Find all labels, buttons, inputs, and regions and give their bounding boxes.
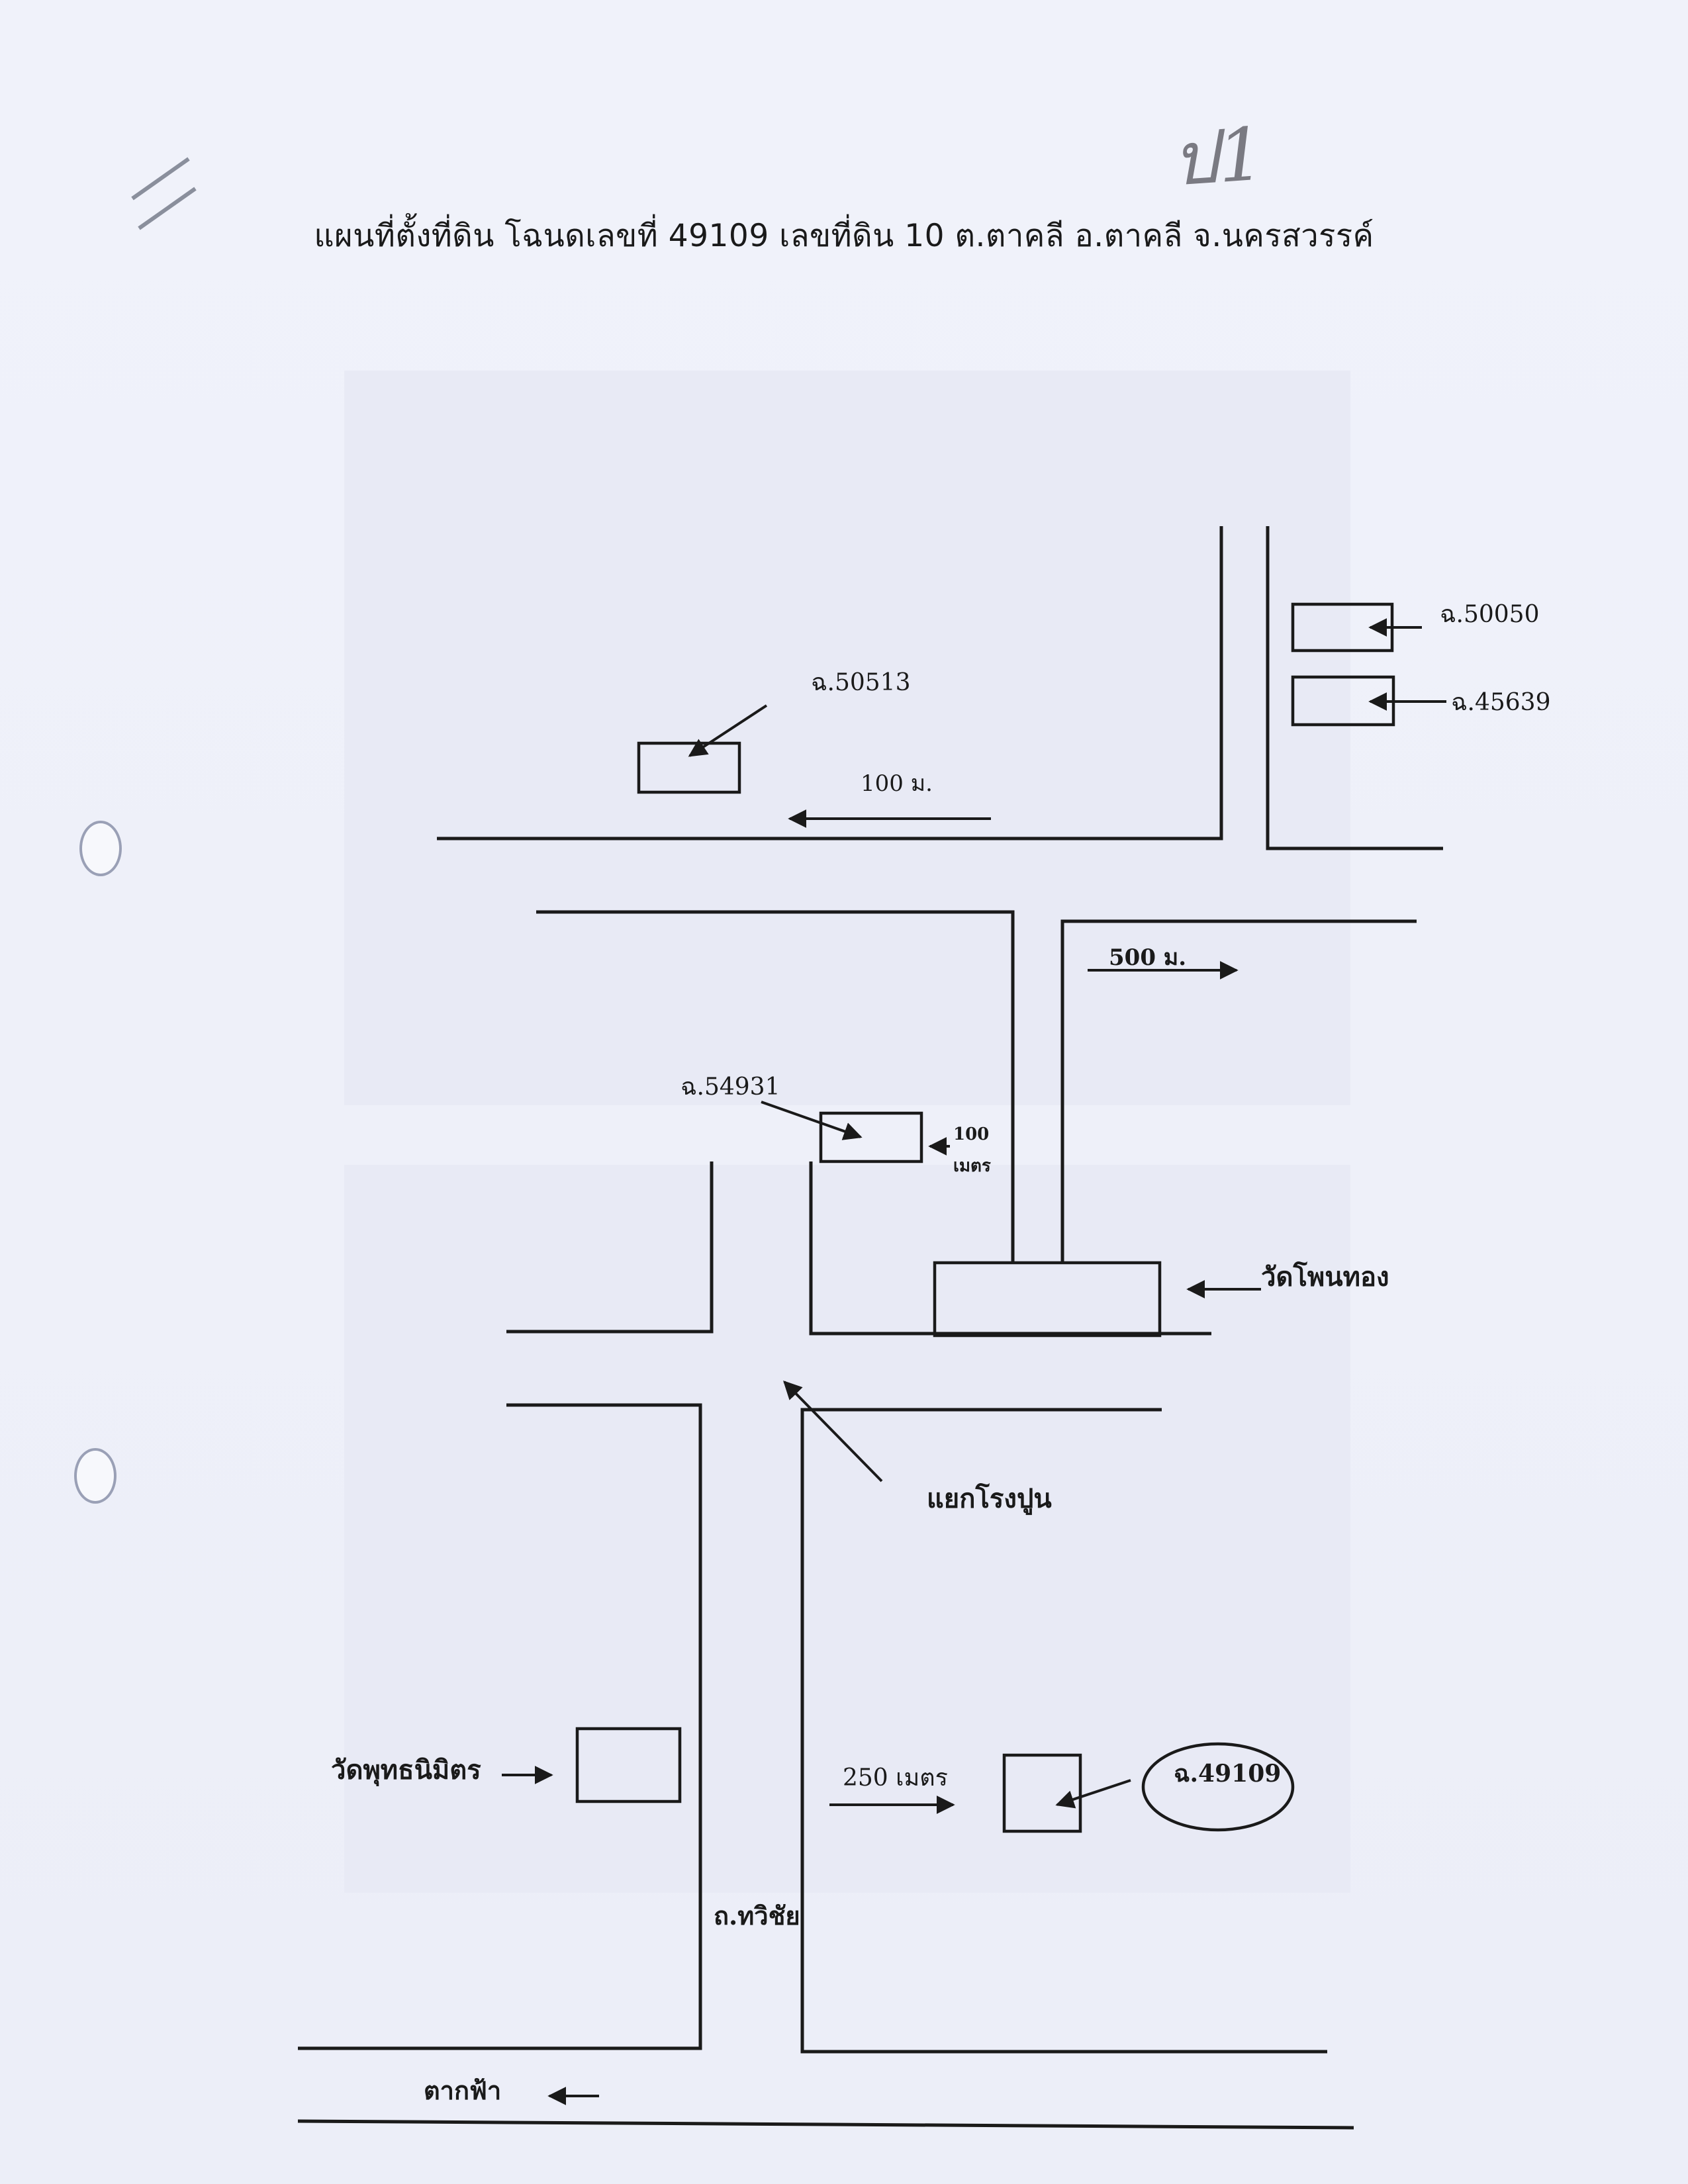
staple-icon: [131, 157, 197, 230]
wat-phon-thong-building: [933, 1261, 1162, 1338]
punch-hole-lower: [74, 1448, 117, 1504]
road-middle-north-west: [536, 910, 1015, 1262]
label-distance-250m: 250 เมตร: [843, 1764, 948, 1792]
label-road-thawichai: ถ.ทวิชัย: [714, 1901, 800, 1931]
road-lower-east: [800, 1408, 1327, 2054]
label-wat-phuttha-nimit: วัดพุทธนิมิตร: [331, 1754, 481, 1787]
page-title: แผนที่ตั้งที่ดิน โฉนดเลขที่ 49109 เลขที่…: [314, 218, 1374, 254]
road-upper-west-corner: [437, 526, 1223, 841]
wat-phuttha-nimit-building: [575, 1727, 682, 1803]
label-takfa: ตากฟ้า: [424, 2075, 501, 2105]
label-distance-metre: เมตร: [953, 1156, 991, 1176]
road-upper-east-corner: [1266, 526, 1443, 850]
label-deed-49109: ฉ.49109: [1174, 1760, 1281, 1788]
plot-50513: [637, 741, 741, 794]
arrow-to-plot-54931: [761, 1101, 863, 1140]
background-shadow-lower: [344, 1165, 1350, 1893]
punch-hole-upper: [79, 821, 122, 876]
label-deed-50513: ฉ.50513: [811, 669, 911, 696]
arrow-to-plot-49109: [1055, 1779, 1131, 1809]
label-distance-500m: 500 ม.: [1109, 944, 1186, 971]
plot-54931: [819, 1111, 923, 1163]
label-distance-100: 100: [953, 1124, 989, 1144]
label-deed-50050: ฉ.50050: [1440, 601, 1540, 628]
label-deed-45639: ฉ.45639: [1451, 689, 1551, 716]
plot-49109-highlight-circle: [1141, 1742, 1295, 1832]
arrow-to-cement-junction: [783, 1381, 883, 1482]
road-middle-east: [809, 1161, 1211, 1336]
label-wat-phon-thong: วัดโพนทอง: [1261, 1261, 1389, 1293]
plot-49109: [1002, 1753, 1082, 1833]
road-bottom-takfa: [297, 2119, 1354, 2130]
road-middle-north-east: [1060, 919, 1417, 1262]
arrow-to-plot-50513: [688, 704, 768, 757]
label-distance-100m: 100 ม.: [861, 770, 933, 797]
background-shadow-upper: [344, 371, 1350, 1105]
label-deed-54931: ฉ.54931: [680, 1073, 780, 1101]
label-cement-junction: แยกโรงปูน: [927, 1483, 1052, 1515]
road-middle-west: [506, 1161, 714, 1334]
road-lower-west: [298, 1403, 702, 2050]
